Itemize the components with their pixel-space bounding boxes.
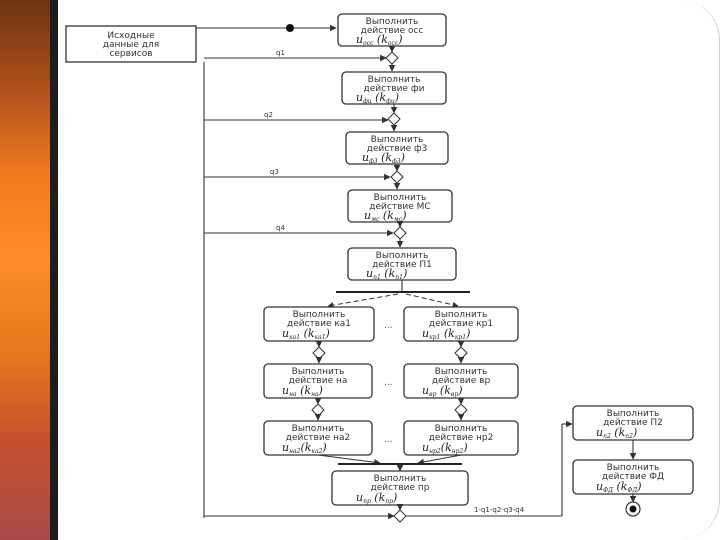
merge-node-1 xyxy=(385,51,399,65)
action-p1: Выполнить действие П1 uп1 (kп1) xyxy=(347,247,457,281)
branch-ellipsis-3: ... xyxy=(384,435,393,445)
action-line-1: Выполнить xyxy=(292,367,345,377)
action-line-2: действие пр xyxy=(371,483,430,493)
source-line-1: Исходные xyxy=(107,31,155,41)
action-formula: uп1 (kп1) xyxy=(366,267,407,281)
action-line-1: Выполнить xyxy=(368,75,421,85)
action-line-1: Выполнить xyxy=(435,367,488,377)
action-pr: Выполнить действие пр uпр (kпр) xyxy=(331,470,469,506)
decision-node xyxy=(393,509,407,523)
action-f3: Выполнить действие ф3 uф3 (kф3) xyxy=(345,131,449,165)
action-formula: uфи (kфи) xyxy=(356,91,399,105)
join-left-arrow xyxy=(317,454,381,466)
source-line-3: сервисов xyxy=(109,49,152,59)
q3-label: q3 xyxy=(270,168,279,176)
action-formula: uмс (kмс) xyxy=(364,209,407,223)
action-line-2: действие осс xyxy=(361,26,424,36)
action-line-2: действие ФД xyxy=(602,472,664,482)
action-formula: uка1 (kка1) xyxy=(282,327,330,341)
dark-edge-band xyxy=(50,0,58,540)
action-line-1: Выполнить xyxy=(376,251,429,261)
merge-node-right-1 xyxy=(454,346,468,360)
action-line-2: действие П2 xyxy=(603,418,663,428)
merge-node-2 xyxy=(387,112,401,126)
action-line-1: Выполнить xyxy=(435,424,488,434)
action-line-2: действие нр2 xyxy=(429,433,494,443)
q1-label: q1 xyxy=(276,49,285,57)
action-line-1: Выполнить xyxy=(607,409,660,419)
action-formula: uф3 (kф3) xyxy=(362,151,405,165)
action-line-1: Выполнить xyxy=(374,193,427,203)
action-line-2: действие вр xyxy=(432,376,491,386)
action-formula: uкр1 (kкр1) xyxy=(422,327,470,341)
action-line-2: действие на2 xyxy=(286,433,350,443)
action-nr2: Выполнить действие нр2 uнр2(kнр2) xyxy=(403,420,519,456)
action-formula: uпр (kпр) xyxy=(356,491,397,505)
action-line-1: Выполнить xyxy=(292,424,345,434)
q4-label: q4 xyxy=(276,224,285,232)
action-line-1: Выполнить xyxy=(374,474,427,484)
merge-node-right-2 xyxy=(454,403,468,417)
action-line-2: действие П1 xyxy=(372,260,432,270)
action-line-2: действие фи xyxy=(364,84,425,94)
action-line-1: Выполнить xyxy=(293,310,346,320)
action-formula: uнр2(kнр2) xyxy=(422,441,468,455)
branch-ellipsis-2: ... xyxy=(384,378,393,388)
end-node-core xyxy=(629,505,637,513)
action-line-1: Выполнить xyxy=(371,135,424,145)
action-line-2: действие МС xyxy=(369,202,430,212)
merge-node-left-1 xyxy=(312,346,326,360)
action-line-1: Выполнить xyxy=(607,463,660,473)
action-line-2: действие на xyxy=(289,376,348,386)
start-node xyxy=(286,24,294,32)
action-na2: Выполнить действие на2 uна2(kка2) xyxy=(263,420,373,456)
action-na: Выполнить действие на uна (kна) xyxy=(263,363,373,399)
action-ka1: Выполнить действие ка1 uка1 (kка1) xyxy=(263,306,375,342)
action-formula: uвр (kвр) xyxy=(422,384,463,398)
action-formula: uна2(kка2) xyxy=(282,441,327,455)
merge-node-3 xyxy=(390,170,404,184)
source-data-box: Исходные данные для сервисов xyxy=(65,25,197,63)
action-kr1: Выполнить действие кр1 uкр1 (kкр1) xyxy=(403,306,519,342)
source-line-2: данные для xyxy=(103,40,159,50)
join-right-arrow xyxy=(417,454,462,466)
action-line-2: действие кр1 xyxy=(429,319,493,329)
fork-right-arrow xyxy=(405,293,459,308)
end-condition-label: 1-q1-q2-q3-q4 xyxy=(474,506,525,514)
action-fd: Выполнить действие ФД uФД (kФД) xyxy=(572,459,694,495)
action-line-2: действие ф3 xyxy=(367,144,428,154)
action-p2: Выполнить действие П2 uп2 (kп2) xyxy=(572,405,694,441)
action-vr: Выполнить действие вр uвр (kвр) xyxy=(403,363,519,399)
action-formula: uна (kна) xyxy=(282,384,323,398)
action-formula: uп2 (kп2) xyxy=(596,426,637,440)
action-formula: uФД (kФД) xyxy=(596,480,642,494)
action-line-2: действие ка1 xyxy=(287,319,351,329)
branch-ellipsis-1: ... xyxy=(384,321,393,331)
action-line-1: Выполнить xyxy=(366,17,419,27)
action-fi: Выполнить действие фи uфи (kфи) xyxy=(341,71,447,105)
merge-node-4 xyxy=(393,226,407,240)
action-osc: Выполнить действие осс uосс (kосс) xyxy=(337,13,447,47)
merge-node-left-2 xyxy=(311,403,325,417)
action-line-1: Выполнить xyxy=(435,310,488,320)
orange-side-stripe xyxy=(0,0,50,540)
fork-left-arrow xyxy=(327,293,399,309)
action-ms: Выполнить действие МС uмс (kмс) xyxy=(347,189,453,223)
q2-label: q2 xyxy=(264,111,273,119)
action-formula: uосс (kосс) xyxy=(356,33,403,47)
